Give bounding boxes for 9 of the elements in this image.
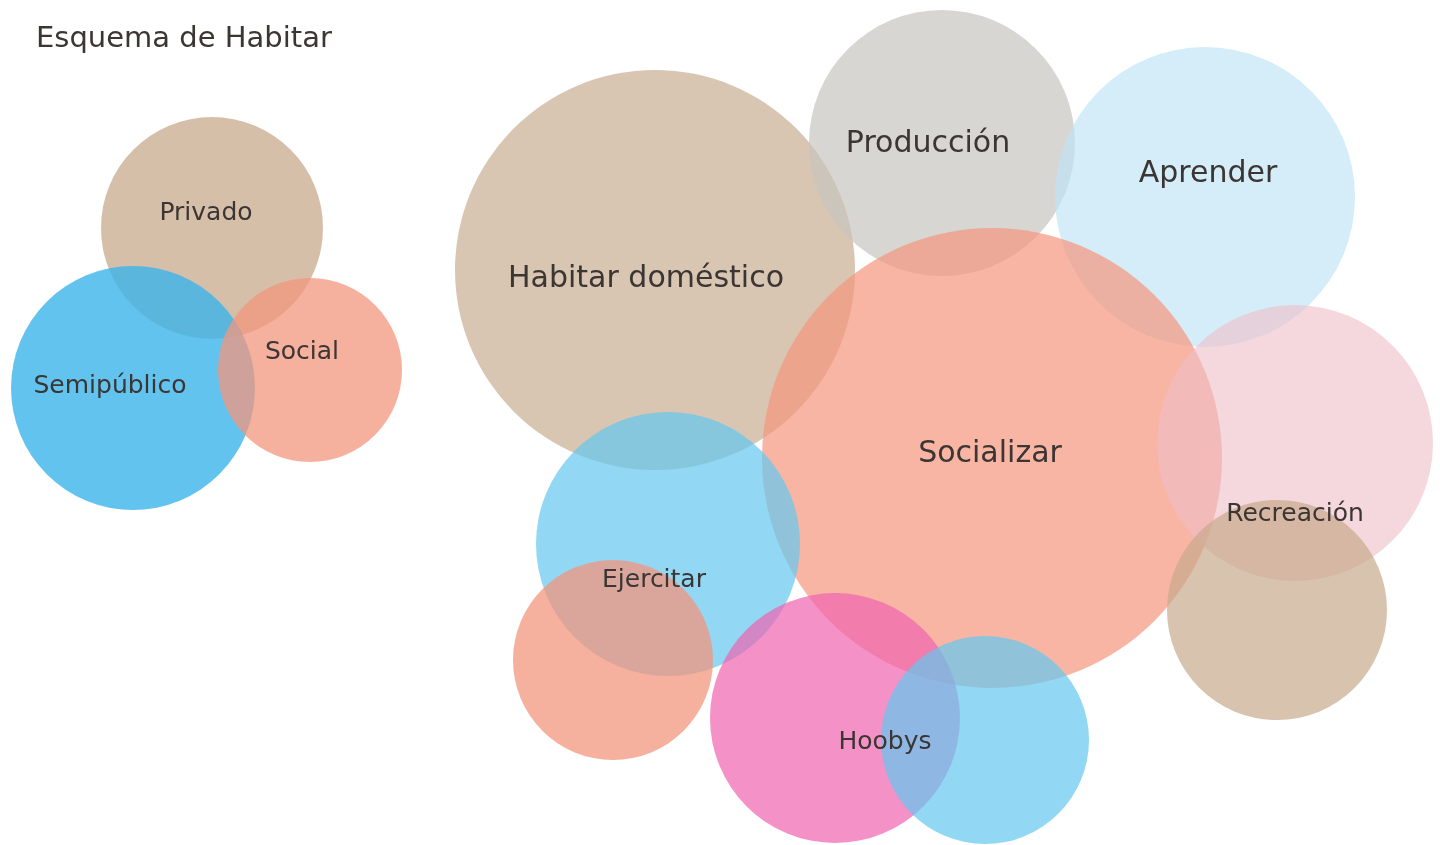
circle-label: Aprender: [1138, 153, 1278, 189]
circle-label: Social: [264, 335, 340, 365]
diagram-title: Esquema de Habitar: [36, 20, 332, 54]
circle-label: Privado: [159, 196, 253, 226]
circle-label: Socializar: [918, 433, 1062, 469]
circle-label: Producción: [845, 123, 1011, 159]
circle-label: Semipúblico: [33, 369, 187, 399]
circle-label: Habitar doméstico: [508, 258, 784, 294]
circle-label: Recreación: [1226, 497, 1364, 527]
